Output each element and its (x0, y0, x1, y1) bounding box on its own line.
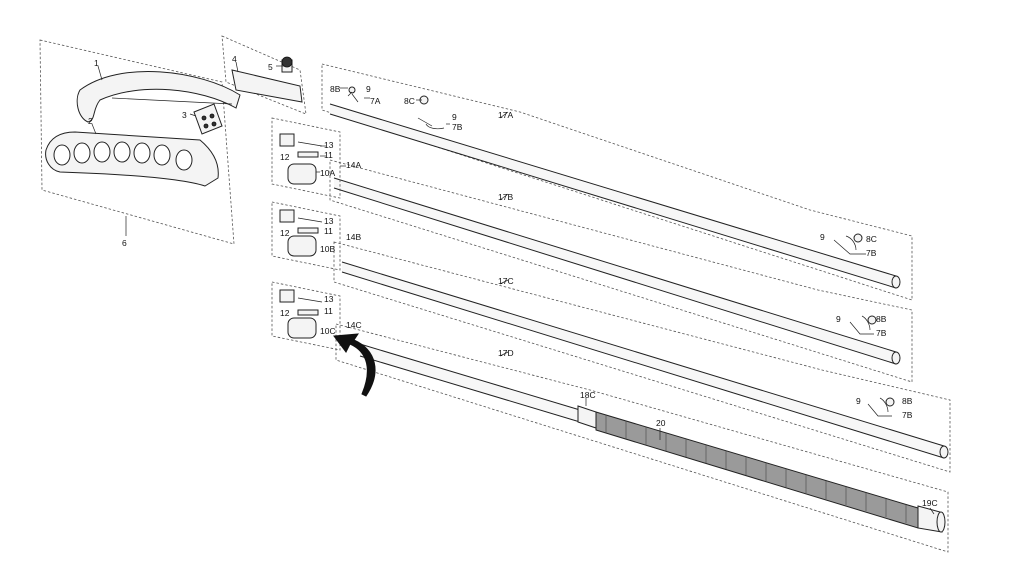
label-13-c: 13 (324, 294, 334, 304)
label-2: 2 (88, 116, 93, 126)
mounting-plate (193, 103, 223, 135)
label-17a: 17A (498, 110, 513, 120)
label-8b-a: 8B (330, 84, 341, 94)
label-4: 4 (232, 54, 237, 64)
label-7a: 7A (370, 96, 381, 106)
group-17a-outline (321, 63, 913, 301)
label-1: 1 (94, 58, 99, 68)
part-labels: 1 2 3 4 5 6 8B 9 7A 8C 9 7B 17A 13 11 12… (88, 54, 938, 508)
label-7b-c: 7B (876, 328, 887, 338)
label-9-a: 9 (366, 84, 371, 94)
label-14b: 14B (346, 232, 361, 242)
label-12-b: 12 (280, 228, 290, 238)
scabbard-holes (53, 141, 193, 171)
label-20: 20 (656, 418, 666, 428)
group-17d-outline (335, 323, 949, 553)
label-8b-c: 8B (902, 396, 913, 406)
label-17b: 17B (498, 192, 513, 202)
label-9-e: 9 (856, 396, 861, 406)
label-7b-b: 7B (866, 248, 877, 258)
leader-lines (91, 61, 935, 515)
lock-14c (279, 289, 323, 339)
label-9-c: 9 (820, 232, 825, 242)
label-17d: 17D (498, 348, 514, 358)
group-14c-outline (271, 281, 341, 351)
clamp-left-a (348, 86, 429, 105)
label-8c-a: 8C (404, 96, 415, 106)
label-14c: 14C (346, 320, 362, 330)
pole-17a (329, 103, 901, 289)
label-10c: 10C (320, 326, 336, 336)
label-12-a: 12 (280, 152, 290, 162)
group-17b-outline (329, 159, 913, 383)
label-3: 3 (182, 110, 187, 120)
lock-14a (279, 133, 323, 185)
group-4-outline (221, 35, 307, 115)
group-6-outline (39, 39, 235, 245)
pole-17d (359, 343, 581, 423)
label-11-b: 11 (324, 226, 333, 236)
label-18c: 18C (580, 390, 596, 400)
label-8b-b: 8B (876, 314, 887, 324)
label-14a: 14A (346, 160, 361, 170)
label-13-b: 13 (324, 216, 334, 226)
label-17c: 17C (498, 276, 514, 286)
label-11-c: 11 (324, 306, 333, 316)
group-14b-outline (271, 201, 341, 271)
label-11-a: 11 (324, 150, 333, 160)
group-17c-outline (333, 241, 951, 473)
label-12-c: 12 (280, 308, 290, 318)
scabbard (45, 131, 219, 187)
label-9-b: 9 (452, 112, 457, 122)
label-7b-d: 7B (902, 410, 913, 420)
label-9-d: 9 (836, 314, 841, 324)
knob-top (281, 56, 293, 68)
saw-head (231, 69, 303, 103)
lock-14b (279, 209, 323, 257)
pole-17c (341, 261, 949, 459)
clamp-right-b (849, 315, 877, 335)
label-10b: 10B (320, 244, 335, 254)
curved-arrow-icon (333, 333, 376, 397)
connector-18c (577, 405, 597, 429)
label-19c: 19C (922, 498, 938, 508)
group-14a-outline (271, 117, 341, 199)
label-8c-b: 8C (866, 234, 877, 244)
label-5: 5 (268, 62, 273, 72)
clamp-right-a (833, 233, 866, 255)
label-10a: 10A (320, 168, 335, 178)
label-7b-a: 7B (452, 122, 463, 132)
clamp-right-c (867, 397, 895, 417)
label-6: 6 (122, 238, 127, 248)
saw-blade (76, 71, 241, 123)
pole-17b (333, 177, 901, 365)
label-13-a: 13 (324, 140, 334, 150)
